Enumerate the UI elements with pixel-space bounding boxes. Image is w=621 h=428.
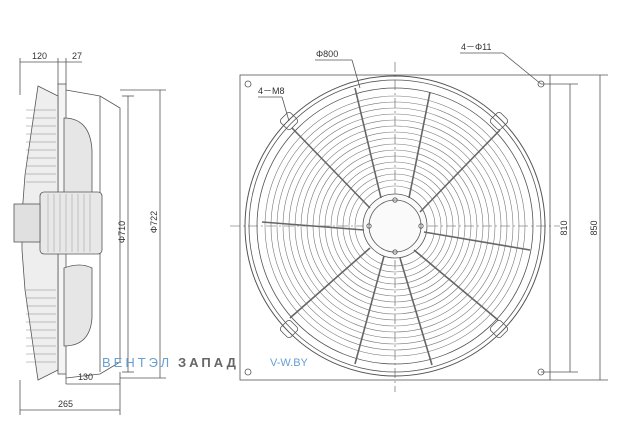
side-dim-265: 265 bbox=[58, 399, 73, 409]
side-dim-outer-diameter: Φ722 bbox=[149, 211, 159, 233]
side-dim-130: 130 bbox=[78, 372, 93, 382]
front-dim-850: 850 bbox=[589, 220, 599, 235]
side-view bbox=[13, 58, 166, 415]
watermark-site: V-W.BY bbox=[270, 357, 309, 369]
front-dim-810: 810 bbox=[559, 220, 569, 235]
watermark-part1: ВЕНТЭЛ bbox=[102, 355, 172, 370]
watermark: ВЕНТЭЛ ЗАПАД V-W.BY bbox=[102, 355, 309, 370]
front-dim-guard-diameter: Φ800 bbox=[316, 49, 338, 59]
side-dim-inner-diameter: Φ710 bbox=[117, 221, 127, 243]
watermark-part2: ЗАПАД bbox=[178, 355, 239, 370]
front-dim-holes: 4－Φ11 bbox=[461, 42, 492, 52]
front-dim-threads: 4－M8 bbox=[258, 86, 285, 96]
side-dim-120: 120 bbox=[32, 51, 47, 61]
side-dim-27: 27 bbox=[72, 51, 82, 61]
front-view bbox=[230, 52, 608, 392]
